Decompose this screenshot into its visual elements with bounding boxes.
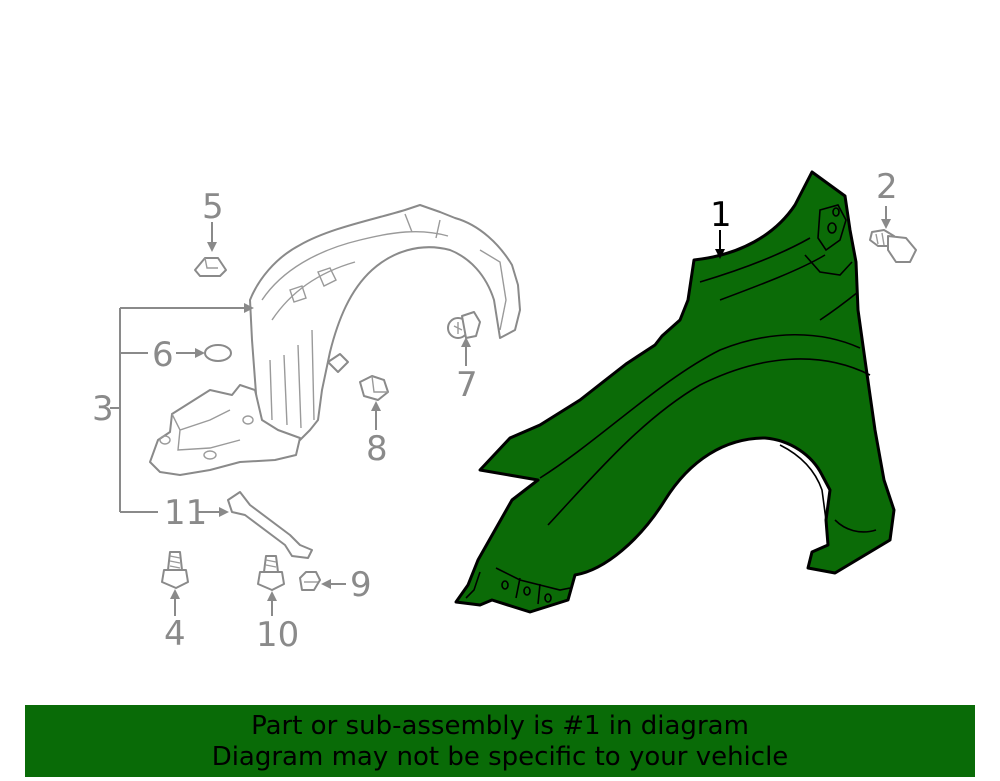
clip-nut-8[interactable] — [359, 375, 389, 401]
callout-9: 9 — [350, 565, 372, 605]
callout-3: 3 — [92, 389, 114, 429]
callout-5: 5 — [202, 187, 224, 227]
splash-shield[interactable] — [149, 384, 301, 476]
banner-line-1: Part or sub-assembly is #1 in diagram — [251, 711, 749, 741]
exploded-parts-diagram: 1 2 3 4 5 6 7 8 9 10 11 — [92, 167, 917, 655]
grommet-6[interactable] — [204, 344, 232, 362]
callout-1: 1 — [710, 195, 732, 235]
callout-4: 4 — [164, 614, 186, 654]
callout-11: 11 — [164, 493, 207, 533]
fender-bracket[interactable] — [227, 491, 313, 559]
info-banner: Part or sub-assembly is #1 in diagram Di… — [25, 705, 975, 777]
callout-7: 7 — [456, 365, 478, 405]
front-fender-panel[interactable] — [454, 170, 896, 614]
fender-liner[interactable] — [249, 204, 521, 446]
screw-9[interactable] — [299, 571, 321, 591]
banner-line-2: Diagram may not be specific to your vehi… — [211, 742, 789, 772]
callout-8: 8 — [366, 429, 388, 469]
bolt-2[interactable] — [869, 229, 917, 263]
bolt-10[interactable] — [257, 555, 285, 591]
push-clip-7[interactable] — [447, 311, 481, 339]
bolt-4[interactable] — [161, 551, 189, 589]
callout-10: 10 — [256, 615, 299, 655]
retainer-clip-5[interactable] — [194, 257, 227, 277]
leader-lines — [110, 206, 891, 616]
callout-2: 2 — [876, 167, 898, 207]
callout-6: 6 — [152, 335, 174, 375]
